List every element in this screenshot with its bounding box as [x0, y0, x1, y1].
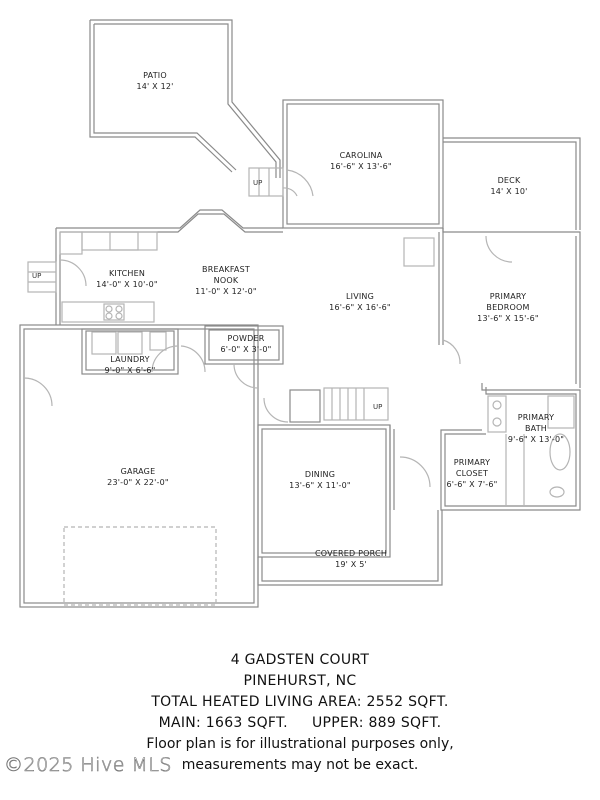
room-name: CAROLINA [339, 151, 383, 160]
room-name: DECK [497, 176, 521, 185]
room-name: PRIMARY [517, 413, 555, 422]
caption-floor-areas: MAIN: 1663 SQFT. UPPER: 889 SQFT. [0, 713, 600, 734]
room-dims: 16'-6" X 13'-6" [330, 162, 392, 171]
stair-up-label: UP [373, 403, 383, 411]
room-dims: 6'-0" X 3'-0" [220, 345, 272, 354]
room-name-2: BATH [524, 424, 548, 433]
room-dims: 14' X 10' [490, 187, 528, 196]
room-name: COVERED PORCH [314, 549, 388, 558]
room-name: KITCHEN [108, 269, 146, 278]
watermark: ©2025 Hive MLS [4, 754, 172, 777]
room-patio: PATIO 14' X 12' [136, 70, 173, 92]
room-breakfast-nook: BREAKFAST NOOK 11'-0" X 12'-0" [195, 264, 257, 297]
room-primary-bedroom: PRIMARY BEDROOM 13'-6" X 15'-6" [477, 291, 539, 324]
patio-outline [89, 19, 281, 178]
room-covered-porch: COVERED PORCH 19' X 5' [315, 548, 387, 570]
room-name: PRIMARY [453, 458, 491, 467]
powder-walls [204, 325, 284, 389]
room-name: GARAGE [120, 467, 156, 476]
covered-porch [257, 510, 443, 586]
room-dims: 9'-0" X 6'-6" [104, 366, 156, 375]
room-name-2: CLOSET [455, 469, 489, 478]
room-name-2: NOOK [213, 276, 239, 285]
carolina-outline [282, 99, 444, 229]
room-dims: 14'-0" X 10'-0" [96, 280, 158, 289]
room-name: DINING [304, 470, 336, 479]
room-powder: POWDER 6'-0" X 3'-0" [220, 333, 271, 355]
deck-outline [443, 137, 581, 230]
room-primary-closet: PRIMARY CLOSET 6'-6" X 7'-6" [446, 457, 497, 490]
room-name: PATIO [143, 71, 167, 80]
caption-disclaimer-1: Floor plan is for illustrational purpose… [146, 736, 454, 752]
room-dims: 9'-6" X 13'-0" [507, 435, 565, 444]
dining-walls [257, 424, 431, 558]
room-dims: 13'-6" X 15'-6" [477, 314, 539, 323]
stair-up-label: UP [32, 272, 42, 280]
room-dims: 11'-0" X 12'-0" [195, 287, 257, 296]
caption-city: PINEHURST, NC [243, 673, 357, 689]
interior-walls [389, 235, 513, 510]
room-name: LIVING [345, 292, 375, 301]
room-name: LAUNDRY [110, 355, 150, 364]
room-kitchen: KITCHEN 14'-0" X 10'-0" [96, 268, 158, 290]
caption-disclaimer-2: measurements may not be exact. [181, 757, 419, 773]
caption-total-area: TOTAL HEATED LIVING AREA: 2552 SQFT. [151, 694, 449, 710]
primary-bath-fixtures [487, 395, 575, 506]
room-dims: 23'-0" X 22'-0" [107, 478, 169, 487]
room-garage: GARAGE 23'-0" X 22'-0" [107, 466, 169, 488]
plan-caption: 4 GADSTEN COURT PINEHURST, NC TOTAL HEAT… [0, 650, 600, 776]
room-living: LIVING 16'-6" X 16'-6" [329, 291, 391, 313]
caption-main-area: MAIN: 1663 SQFT. [158, 715, 288, 731]
laundry-walls [81, 328, 206, 375]
room-dims: 16'-6" X 16'-6" [329, 303, 391, 312]
room-laundry: LAUNDRY 9'-0" X 6'-6" [104, 354, 155, 376]
dining-stair [263, 387, 389, 423]
floor-plan-walls [19, 19, 581, 608]
caption-upper-area: UPPER: 889 SQFT. [311, 715, 442, 731]
floor-plan: PATIO 14' X 12' CAROLINA 16'-6" X 13'-6"… [19, 19, 581, 608]
room-carolina: CAROLINA 16'-6" X 13'-6" [330, 150, 392, 172]
kitchen-stair [27, 261, 57, 293]
room-dims: 19' X 5' [335, 560, 367, 569]
room-name: BREAKFAST [202, 265, 250, 274]
room-name-2: BEDROOM [486, 303, 530, 312]
room-dining: DINING 13'-6" X 11'-0" [289, 469, 351, 491]
room-dims: 14' X 12' [136, 82, 174, 91]
room-primary-bath: PRIMARY BATH 9'-6" X 13'-0" [508, 412, 564, 445]
kitchen-fixtures [59, 231, 158, 323]
room-dims: 13'-6" X 11'-0" [289, 481, 351, 490]
patio-stair [248, 167, 298, 197]
caption-address: 4 GADSTEN COURT [230, 652, 370, 668]
room-name: PRIMARY [489, 292, 527, 301]
room-name: POWDER [227, 334, 265, 343]
stair-up-label: UP [253, 179, 263, 187]
room-deck: DECK 14' X 10' [490, 175, 527, 197]
room-dims: 6'-6" X 7'-6" [446, 480, 498, 489]
